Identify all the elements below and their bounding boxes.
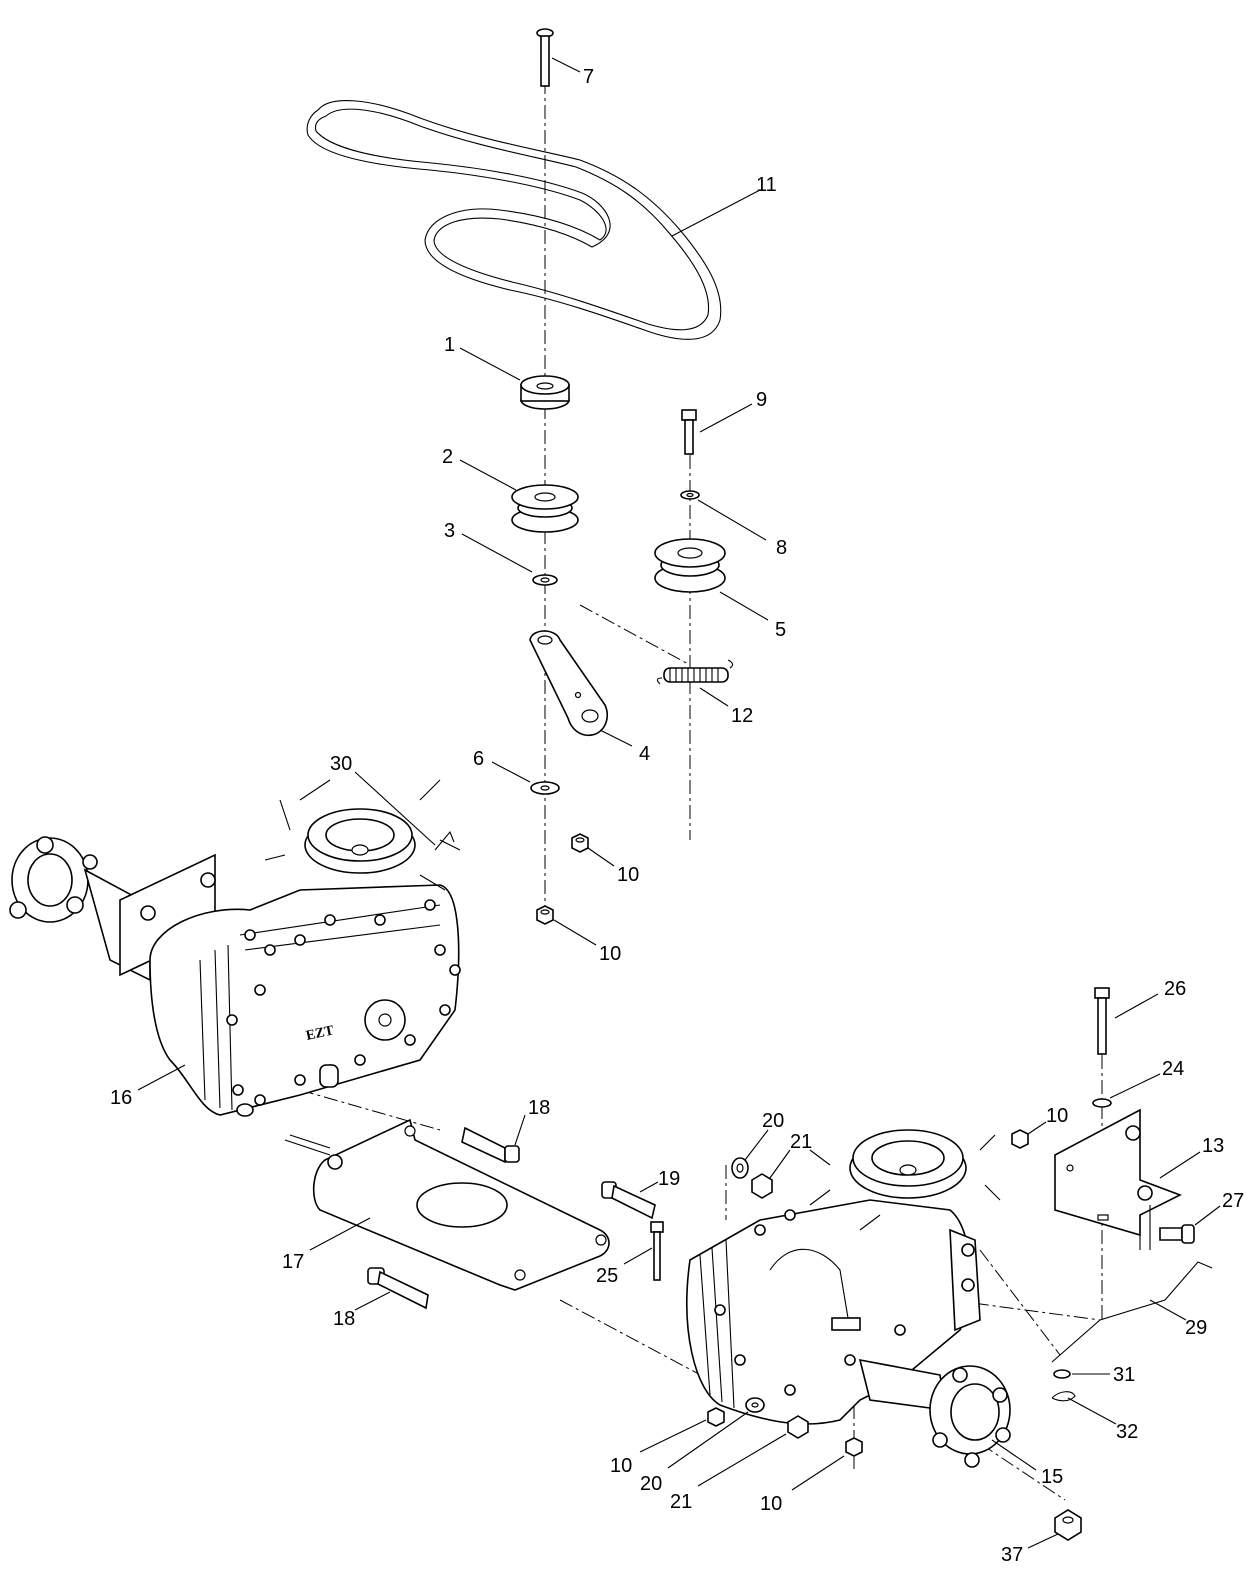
washer-part-20-upper xyxy=(731,1157,749,1179)
callout-7: 7 xyxy=(583,66,594,88)
bolt-part-25 xyxy=(650,1221,664,1281)
nut-part-10-bottom-center xyxy=(845,1437,863,1457)
callout-10-bracket: 10 xyxy=(1046,1105,1068,1127)
callout-3: 3 xyxy=(444,520,455,542)
clip-part-32 xyxy=(1051,1391,1076,1402)
callout-5: 5 xyxy=(775,619,786,641)
plate-part-17 xyxy=(284,1118,610,1291)
callout-18-upper: 18 xyxy=(528,1097,550,1119)
washer-part-20-lower xyxy=(745,1397,765,1413)
callout-4: 4 xyxy=(639,743,650,765)
callout-32: 32 xyxy=(1116,1421,1138,1443)
callout-10-bottom-center: 10 xyxy=(760,1493,782,1515)
idler-arm-part-4 xyxy=(529,630,609,736)
leader-lines xyxy=(137,57,1221,1549)
callout-19: 19 xyxy=(658,1168,680,1190)
callout-16: 16 xyxy=(110,1087,132,1109)
callout-10-lower: 10 xyxy=(599,943,621,965)
bolt-part-26 xyxy=(1094,987,1110,1055)
callout-2: 2 xyxy=(442,446,453,468)
bolt-part-9 xyxy=(681,409,697,455)
nut-part-10-lower xyxy=(536,905,554,925)
callout-1: 1 xyxy=(444,334,455,356)
callout-8: 8 xyxy=(776,537,787,559)
nut-part-10-upper xyxy=(571,833,589,853)
callout-20-upper: 20 xyxy=(762,1110,784,1132)
spring-part-12 xyxy=(656,659,734,685)
callout-31: 31 xyxy=(1113,1364,1135,1386)
callout-15: 15 xyxy=(1041,1466,1063,1488)
nut-part-10-bottom-left xyxy=(707,1407,725,1427)
callout-30: 30 xyxy=(330,753,352,775)
callout-11: 11 xyxy=(756,174,777,196)
callout-10-upper: 10 xyxy=(617,864,639,886)
callout-10-bottom-left: 10 xyxy=(610,1455,632,1477)
bolt-part-19 xyxy=(601,1181,656,1220)
bracket-part-13 xyxy=(1054,1108,1182,1250)
callout-24: 24 xyxy=(1162,1058,1184,1080)
nut-part-37 xyxy=(1054,1509,1082,1541)
callout-21-upper: 21 xyxy=(790,1131,812,1153)
washer-part-3 xyxy=(532,574,558,586)
rod-part-29 xyxy=(1051,1261,1213,1363)
flat-idler-part-1 xyxy=(520,375,570,410)
callout-37: 37 xyxy=(1001,1544,1023,1566)
pin-part-7 xyxy=(536,28,554,87)
callout-9: 9 xyxy=(756,389,767,411)
bolt-part-27 xyxy=(1159,1224,1195,1244)
callout-29: 29 xyxy=(1185,1317,1207,1339)
callout-6: 6 xyxy=(473,748,484,770)
callout-labels: 7 11 1 9 2 8 3 5 12 4 6 30 10 10 26 16 2… xyxy=(110,66,1244,1566)
callout-27: 27 xyxy=(1222,1190,1244,1212)
callout-21-lower: 21 xyxy=(670,1491,692,1513)
callout-12: 12 xyxy=(731,705,753,727)
nut-part-21-lower xyxy=(787,1415,809,1439)
callout-13: 13 xyxy=(1202,1135,1224,1157)
washer-part-6 xyxy=(530,781,560,795)
belt-part-11 xyxy=(306,100,722,340)
nut-part-10-bracket xyxy=(1011,1129,1029,1149)
v-idler-part-5 xyxy=(654,538,726,593)
bolt-part-18-upper xyxy=(461,1126,520,1164)
bolt-part-18-lower xyxy=(367,1267,429,1310)
washer-part-24 xyxy=(1092,1098,1112,1108)
washer-part-8 xyxy=(680,490,700,500)
callout-17: 17 xyxy=(282,1251,304,1273)
callout-18-lower: 18 xyxy=(333,1308,355,1330)
callout-26: 26 xyxy=(1164,978,1186,1000)
transaxle-part-15 xyxy=(686,1129,1011,1468)
nut-part-21-upper xyxy=(751,1173,773,1199)
washer-part-31 xyxy=(1053,1369,1071,1379)
transaxle-part-16: EZT xyxy=(9,779,461,1117)
v-idler-part-2 xyxy=(511,484,579,533)
callout-20-lower: 20 xyxy=(640,1473,662,1495)
ezt-cast-lettering: EZT xyxy=(305,1023,336,1044)
callout-25: 25 xyxy=(596,1265,618,1287)
